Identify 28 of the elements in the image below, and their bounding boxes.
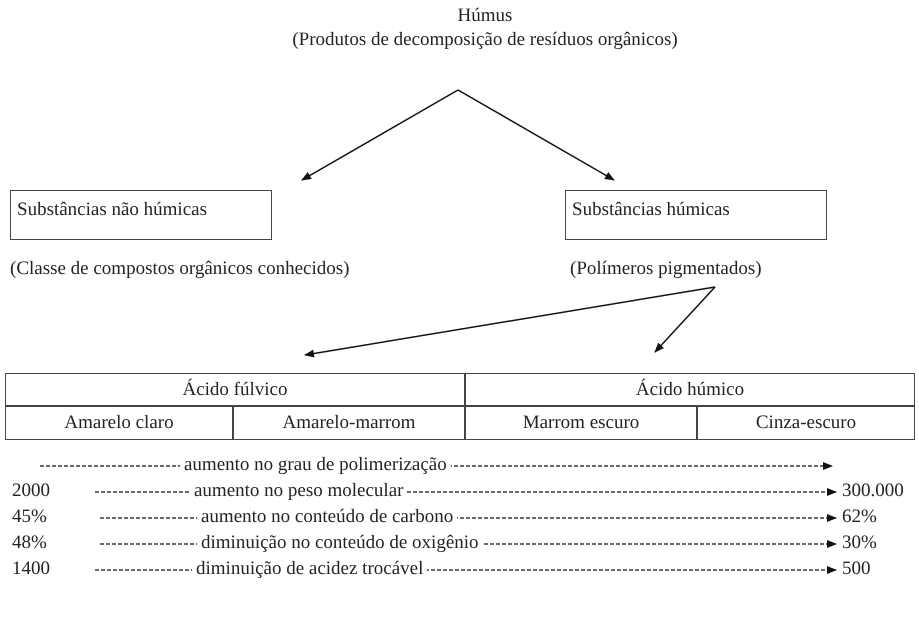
start-value: 2000 [12,480,50,502]
table-cell: Amarelo claro [5,406,233,440]
table-cell: Marrom escuro [465,406,697,440]
table-cell: Cinza-escuro [697,406,915,440]
arrow [654,286,716,353]
start-value: 1400 [12,558,50,580]
arrow [458,89,615,181]
arrow-label: diminuição no conteúdo de oxigênio [197,532,483,554]
end-value: 62% [842,506,877,528]
arrow-label: aumento no grau de polimerização [180,454,451,476]
end-value: 30% [842,532,877,554]
arrow [304,286,716,358]
class-box: Substâncias não húmicas [10,190,272,240]
heading: Húmus [458,4,512,28]
arrow-label: aumento no peso molecular [190,480,408,502]
start-value: 45% [12,506,47,528]
table-cell: Ácido fúlvico [5,373,465,406]
class-box: Substâncias húmicas [565,190,827,240]
table-cell: Ácido húmico [465,373,915,406]
arrow [301,89,458,181]
node-label: (Classe de compostos orgânicos conhecidos) [10,258,350,280]
arrow-label: diminuição de acidez trocável [192,558,428,580]
node-label: (Polímeros pigmentados) [570,258,762,280]
start-value: 48% [12,532,47,554]
end-value: 500 [842,558,870,580]
subheading: (Produtos de decomposição de resíduos orgânicos) [292,28,678,52]
table-cell: Amarelo-marrom [233,406,465,440]
end-value: 300.000 [842,480,904,502]
